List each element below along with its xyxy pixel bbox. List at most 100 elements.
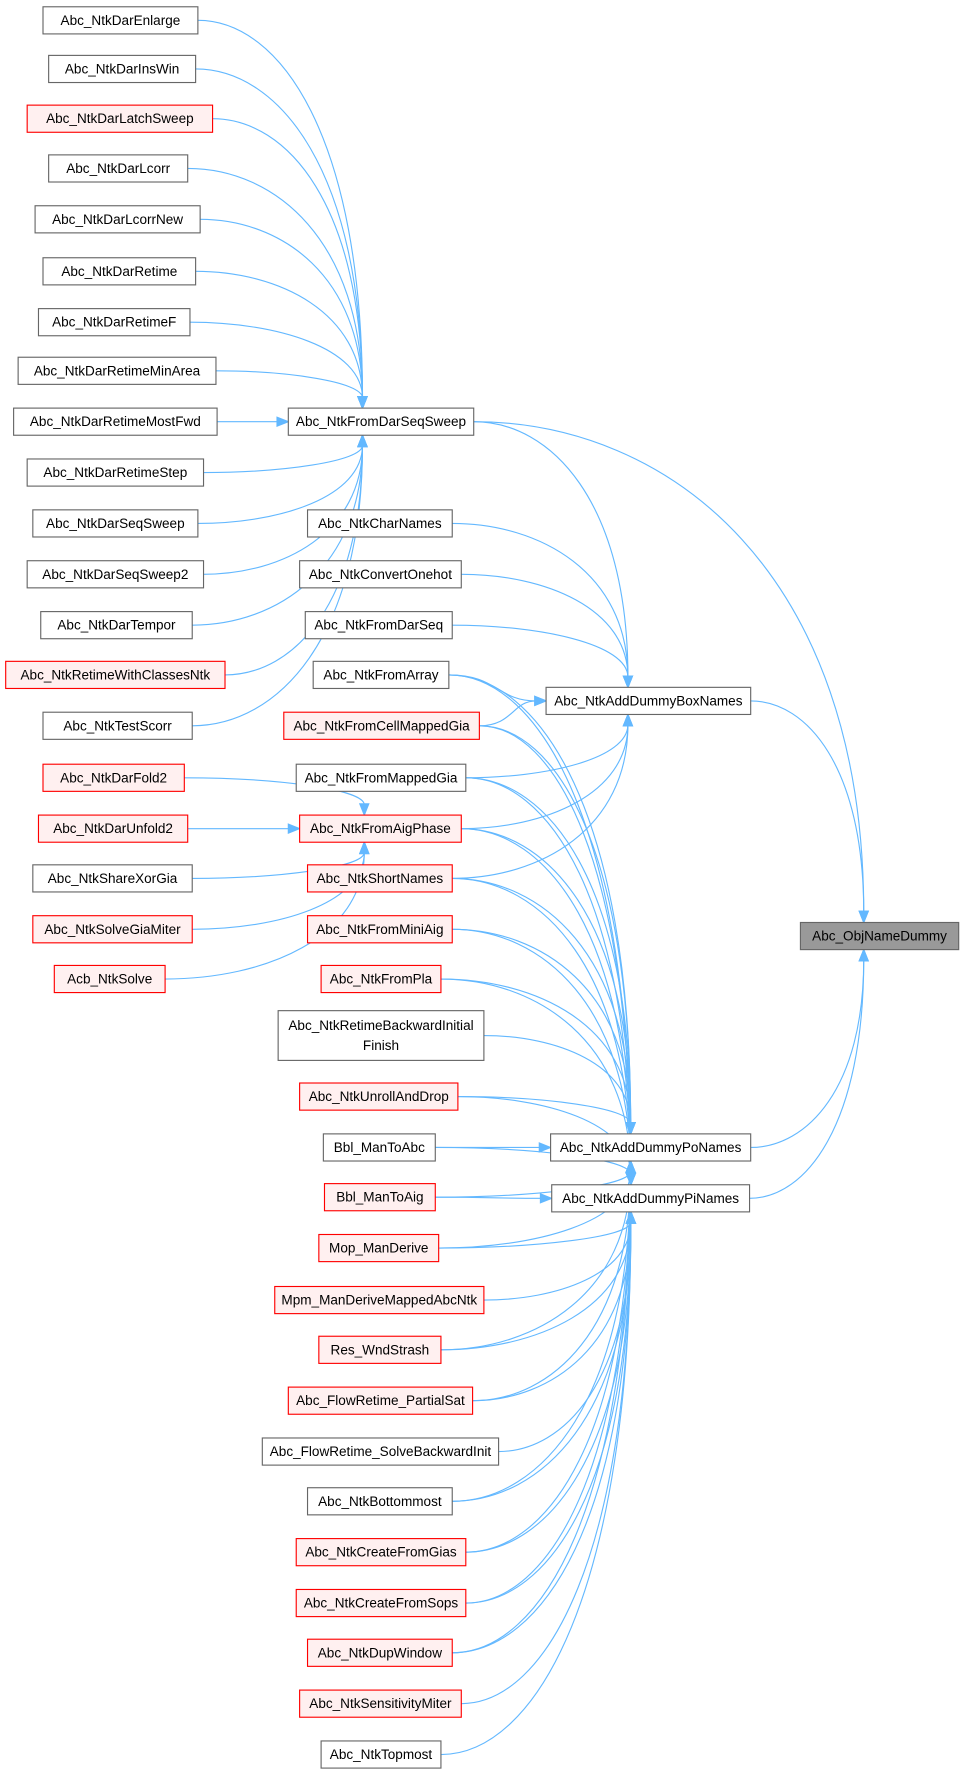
arrowhead-icon [358,840,370,855]
node-abc-ntksharexorgia[interactable]: Abc_NtkShareXorGia [32,864,193,893]
node-label: Abc_NtkDarTempor [57,618,176,633]
node-box [299,1082,459,1111]
node-abc-ntkdarlcorrnew[interactable]: Abc_NtkDarLcorrNew [34,205,201,234]
arrowhead-icon [625,1159,636,1173]
arrowhead-icon [625,1122,636,1136]
node-acb-ntksolve[interactable]: Acb_NtkSolve [53,964,166,994]
node-box [26,458,205,487]
node-abc-ntkcreatefromgias[interactable]: Abc_NtkCreateFromGias [295,1538,467,1567]
node-label: Finish [363,1038,399,1053]
node-abc-ntktopmost[interactable]: Abc_NtkTopmost [320,1740,442,1769]
node-abc-ntkfromdarseq[interactable]: Abc_NtkFromDarSeq [304,611,453,640]
edge-m22-to-pi [465,1222,632,1604]
edge-m9-to-po [452,928,632,1124]
node-box [287,1386,474,1415]
node-abc-ntkdarinswin[interactable]: Abc_NtkDarInsWin [48,54,197,84]
node-abc-flowretime-solvebackwardinit[interactable]: Abc_FlowRetime_SolveBackwardInit [261,1437,500,1466]
node-box [40,611,193,640]
node-abc-ntkfromdarseqsweep[interactable]: Abc_NtkFromDarSeqSweep [287,407,475,436]
node-abc-ntksolvegiamiter[interactable]: Abc_NtkSolveGiaMiter [32,915,193,944]
node-box [42,257,197,286]
node-bbl-mantoabc[interactable]: Bbl_ManToAbc [322,1133,436,1162]
node-abc-ntkshortnames[interactable]: Abc_NtkShortNames [306,864,453,893]
node-abc-ntkdarretime[interactable]: Abc_NtkDarRetime [42,257,197,286]
edge-m8-to-box [452,724,629,879]
node-label: Res_WndStrash [331,1342,430,1357]
node-label: Abc_NtkDarRetimeStep [43,465,187,480]
node-abc-ntkdupwindow[interactable]: Abc_NtkDupWindow [306,1638,453,1667]
edge-m6-to-po [465,777,632,1124]
node-box [545,686,752,716]
edge-m24-to-pi [461,1222,632,1705]
node-label: Abc_NtkBottommost [318,1494,442,1509]
node-label: Abc_NtkFromDarSeqSweep [296,414,466,429]
node-box [799,921,960,951]
node-box [318,1335,442,1364]
node-abc-ntkfromarray[interactable]: Abc_NtkFromArray [312,660,450,690]
node-abc-ntkfrommappedgia[interactable]: Abc_NtkFromMappedGia [295,763,467,792]
node-mpm-manderivemappedabcntk[interactable]: Mpm_ManDeriveMappedAbcNtk [274,1285,485,1315]
node-box [306,915,453,944]
node-abc-ntkfromcellmappedgia[interactable]: Abc_NtkFromCellMappedGia [283,711,480,740]
node-box [37,308,191,337]
node-abc-flowretime-partialsat[interactable]: Abc_FlowRetime_PartialSat [287,1386,474,1415]
node-label: Abc_NtkDarSeqSweep [46,516,185,531]
node-abc-ntkunrollanddrop[interactable]: Abc_NtkUnrollAndDrop [299,1082,459,1111]
node-abc-ntkcreatefromsops[interactable]: Abc_NtkCreateFromSops [295,1588,467,1618]
node-label: Abc_NtkFromMappedGia [305,770,458,785]
node-abc-objnamedummy[interactable]: Abc_ObjNameDummy [799,921,960,951]
edge-m25-to-pi [440,1222,632,1756]
node-abc-ntkcharnames[interactable]: Abc_NtkCharNames [306,509,453,538]
edge-m6-to-box [465,724,629,779]
node-box [48,54,197,84]
node-res-wndstrash[interactable]: Res_WndStrash [318,1335,442,1364]
node-box [299,560,462,589]
node-label: Mpm_ManDeriveMappedAbcNtk [281,1293,477,1308]
node-abc-ntkdarlatchsweep[interactable]: Abc_NtkDarLatchSweep [26,104,214,133]
edge-n2-to-m0 [212,118,364,398]
node-label: Abc_NtkCreateFromSops [304,1596,459,1611]
arrowhead-icon [276,416,290,428]
nodes-layer: Abc_NtkDarEnlargeAbc_NtkDarInsWinAbc_Ntk… [5,6,960,1769]
node-abc-ntkdartempor[interactable]: Abc_NtkDarTempor [40,611,193,640]
node-abc-ntktestscorr[interactable]: Abc_NtkTestScorr [42,711,193,740]
node-box [53,964,166,994]
node-box [287,407,475,436]
node-abc-ntkfromminiaig[interactable]: Abc_NtkFromMiniAig [306,915,453,944]
node-box [32,864,193,893]
node-abc-ntkdarenlarge[interactable]: Abc_NtkDarEnlarge [42,6,199,35]
node-abc-ntkfromaigphase[interactable]: Abc_NtkFromAigPhase [299,814,462,843]
node-label: Abc_NtkDarLcorrNew [52,212,183,227]
node-abc-ntkdarretimestep[interactable]: Abc_NtkDarRetimeStep [26,458,205,487]
node-label: Abc_NtkFromMiniAig [316,922,443,937]
node-label: Abc_NtkFromCellMappedGia [293,718,470,733]
node-abc-ntkdarlcorr[interactable]: Abc_NtkDarLcorr [48,154,189,183]
edge-m17-to-po [440,1171,632,1351]
node-box [295,1588,467,1618]
edge-n7-to-m0 [215,370,364,399]
node-abc-ntkadddummypinames[interactable]: Abc_NtkAddDummyPiNames [551,1184,751,1213]
edge-m4-to-box [448,674,536,702]
node-abc-ntkdarseqsweep[interactable]: Abc_NtkDarSeqSweep [32,509,199,538]
node-abc-ntkadddummyponames[interactable]: Abc_NtkAddDummyPoNames [550,1133,752,1162]
node-bbl-mantoaig[interactable]: Bbl_ManToAig [323,1183,436,1212]
node-abc-ntkdarretimeminarea[interactable]: Abc_NtkDarRetimeMinArea [17,356,217,385]
node-abc-ntksensitivitymiter[interactable]: Abc_NtkSensitivityMiter [299,1689,462,1718]
node-label: Abc_NtkAddDummyPiNames [562,1191,739,1206]
node-abc-ntkbottommost[interactable]: Abc_NtkBottommost [306,1487,453,1516]
node-label: Acb_NtkSolve [67,972,152,987]
node-label: Abc_NtkCreateFromGias [305,1545,457,1560]
node-abc-ntkconvertonehot[interactable]: Abc_NtkConvertOnehot [299,560,462,589]
node-mop-manderive[interactable]: Mop_ManDerive [318,1233,440,1263]
node-abc-ntkdarretimemostfwd[interactable]: Abc_NtkDarRetimeMostFwd [13,407,218,436]
node-abc-ntkdarseqsweep2[interactable]: Abc_NtkDarSeqSweep2 [26,560,205,589]
node-abc-ntkadddummyboxnames[interactable]: Abc_NtkAddDummyBoxNames [545,686,752,716]
node-abc-ntkretimewithclassesntk[interactable]: Abc_NtkRetimeWithClassesNtk [5,660,226,690]
edges-layer [165,19,870,1756]
node-abc-ntkdarretimef[interactable]: Abc_NtkDarRetimeF [37,308,191,337]
node-abc-ntkdarunfold2[interactable]: Abc_NtkDarUnfold2 [37,814,189,843]
node-abc-ntkfrompla[interactable]: Abc_NtkFromPla [320,964,442,994]
node-box [304,611,453,640]
node-abc-ntkdarfold2[interactable]: Abc_NtkDarFold2 [42,763,185,792]
